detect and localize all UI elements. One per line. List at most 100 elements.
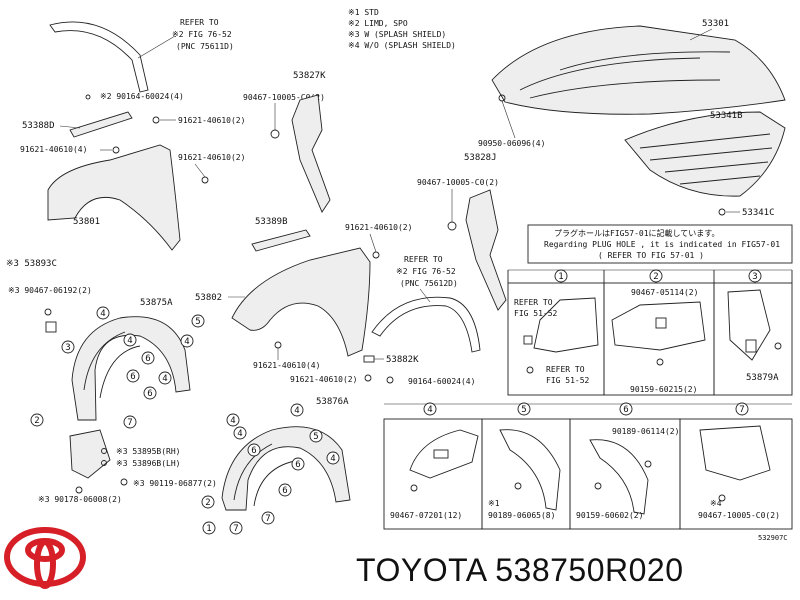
label-53389b: 53389B — [255, 217, 288, 227]
label-90467-10005-a: 90467-10005-C0(2) — [243, 93, 325, 102]
callout-number: 6 — [145, 354, 150, 364]
callout-number: 1 — [206, 524, 211, 534]
callout-number: 4 — [184, 337, 189, 347]
label-90467-10005-b: 90467-10005-C0(2) — [417, 178, 499, 187]
callout-circle — [619, 402, 633, 416]
callout-circle — [96, 306, 110, 320]
fastener-icon — [594, 482, 602, 490]
detail1-panel — [533, 297, 599, 353]
callout-circle — [735, 402, 749, 416]
fender-arch-trim-rh — [371, 296, 481, 353]
fastener-icon — [656, 358, 664, 366]
callout-number: 3 — [65, 343, 70, 353]
fastener-icon — [514, 482, 522, 490]
fastener-icon — [718, 494, 726, 502]
label-90159-60602: 90159-60602(2) — [576, 511, 643, 520]
callout-circle — [554, 269, 568, 283]
hood-insulator — [624, 111, 786, 197]
detail-num-7: 7 — [739, 405, 744, 415]
splash-shield — [69, 429, 111, 479]
callout-circle — [278, 483, 292, 497]
label-90159-60215: 90159-60215(2) — [630, 385, 697, 394]
callout-circle — [141, 351, 155, 365]
label-90119: ※3 90119-06877(2) — [133, 479, 217, 488]
fender-53801 — [47, 144, 181, 251]
label-90467-05114: 90467-05114(2) — [631, 288, 698, 297]
fastener-icon — [774, 342, 782, 350]
label-90178: ※3 90178-06008(2) — [38, 495, 122, 504]
label-53801: 53801 — [73, 217, 100, 227]
seal-53388d — [69, 111, 133, 138]
callout-number: 7 — [127, 418, 132, 428]
fastener-icon — [85, 94, 91, 100]
callout-circle — [158, 371, 172, 385]
insulator-clip — [718, 208, 726, 216]
callout-circle — [261, 511, 275, 525]
callout-number: 4 — [127, 336, 132, 346]
detail-num-5: 5 — [521, 405, 526, 415]
fastener-icon — [364, 374, 372, 382]
detail-num-6: 6 — [623, 405, 628, 415]
label-90467-07201: 90467-07201(12) — [390, 511, 462, 520]
detail5-panel — [499, 429, 561, 511]
detail-num-3: 3 — [752, 272, 757, 282]
fastener-icon — [644, 460, 652, 468]
callout-circle — [143, 386, 157, 400]
label-90467-06192: ※3 90467-06192(2) — [8, 286, 92, 295]
detail-num-1: 1 — [558, 272, 563, 282]
callout-circle — [126, 369, 140, 383]
detail-num-4: 4 — [427, 405, 432, 415]
fastener-icon — [152, 116, 160, 124]
refer1-a1: REFER TO — [514, 298, 553, 307]
callout-circle — [202, 521, 216, 535]
label-53828j: 53828J — [464, 153, 497, 163]
detail-box-2 — [603, 282, 715, 396]
fastener-icon — [101, 460, 107, 466]
detail2-panel — [611, 301, 706, 351]
fastener-icon — [201, 176, 209, 184]
label-91621-c: 91621-40610(2) — [178, 153, 245, 162]
callout-circle — [649, 269, 663, 283]
fastener-icon — [386, 376, 394, 384]
refer-mid-1: REFER TO — [404, 255, 443, 264]
label-90164-a: ※2 90164-60024(4) — [100, 92, 184, 101]
seal-53389b — [251, 229, 311, 252]
fender-53802 — [231, 247, 371, 357]
callout-number: 7 — [265, 514, 270, 524]
liner-ribs-a — [83, 331, 141, 399]
hood-panel — [491, 25, 786, 115]
callout-number: 4 — [100, 309, 105, 319]
refer1-b1: REFER TO — [546, 365, 585, 374]
fastener-icon — [410, 484, 418, 492]
callout-circle — [423, 402, 437, 416]
label-53827k: 53827K — [293, 71, 326, 81]
callout-circle — [291, 457, 305, 471]
fastener-icon — [44, 308, 52, 316]
fastener-icon — [75, 486, 83, 494]
callout-circle — [247, 443, 261, 457]
bracket-53827k — [291, 94, 331, 213]
plug-hole-jp: プラグホールはFIG57-01に記載しています。 — [554, 228, 720, 238]
detail-box-7 — [679, 418, 793, 530]
note-limd: ※2 LIMD, SPO — [348, 19, 408, 28]
note1-mark: ※1 — [488, 499, 500, 508]
callout-number: 4 — [330, 454, 335, 464]
callout-circle — [517, 402, 531, 416]
hood-ribs — [519, 51, 731, 99]
liner-53875a — [71, 316, 191, 421]
detail-num-2: 2 — [653, 272, 658, 282]
detail7-panel — [699, 425, 771, 481]
refer1-b2: FIG 51-52 — [546, 376, 590, 385]
refer1-a2: FIG 51-52 — [514, 309, 558, 318]
callout-number: 4 — [237, 429, 242, 439]
callout-circle — [201, 495, 215, 509]
fastener-icon — [112, 146, 120, 154]
fastener-icon — [120, 478, 128, 486]
fastener-icon — [526, 366, 534, 374]
fastener-icon — [447, 221, 457, 231]
fastener-icon — [372, 251, 380, 259]
note-std: ※1 STD — [348, 8, 379, 17]
refer-mid-3: (PNC 75612D) — [400, 279, 458, 288]
fastener-icon — [270, 129, 280, 139]
